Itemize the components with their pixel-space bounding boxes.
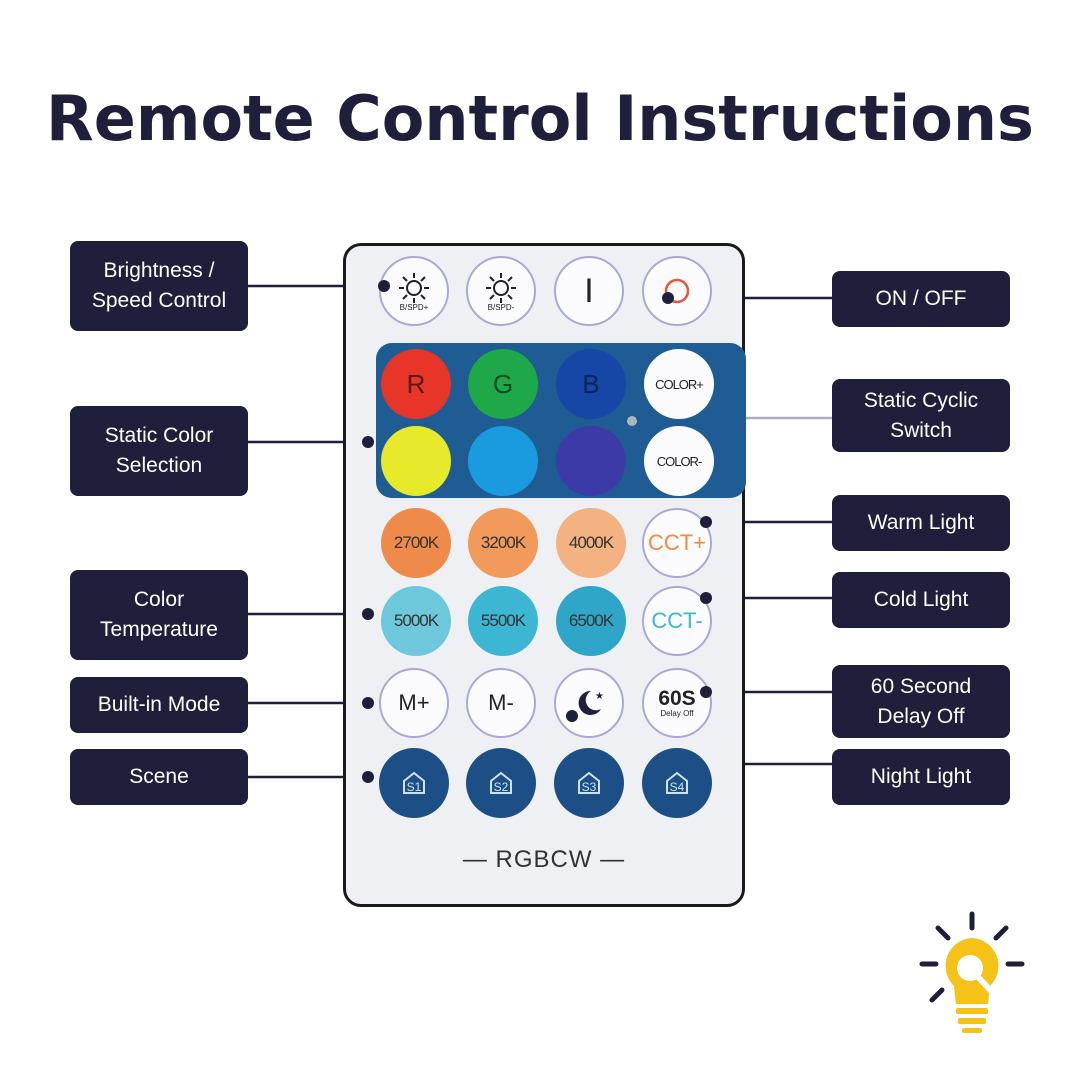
moon-star-icon: ★ <box>578 690 604 715</box>
brightness-up-button[interactable]: B/SPD+ <box>379 256 449 326</box>
label-on-off: ON / OFF <box>832 271 1010 327</box>
color-plus-button[interactable]: COLOR+ <box>644 349 714 419</box>
house-icon <box>403 771 425 794</box>
dot-static-color <box>362 436 374 448</box>
dot-brightness <box>378 280 390 292</box>
scene-1-label: S1 <box>406 780 422 794</box>
sun-minus-icon <box>486 272 516 303</box>
label-night-light: Night Light <box>832 749 1010 805</box>
delay-main-label: 60S <box>658 686 696 710</box>
house-icon <box>666 771 688 794</box>
scene-2-label: S2 <box>493 780 509 794</box>
brightness-down-sublabel: B/SPD- <box>487 302 515 312</box>
scene-4-label: S4 <box>669 780 685 794</box>
label-cold-light: Cold Light <box>832 572 1010 628</box>
label-static-color: Static Color Selection <box>70 406 248 496</box>
k5000-button[interactable]: 5000K <box>381 586 451 656</box>
mode-plus-button[interactable]: M+ <box>379 668 449 738</box>
label-static-cyclic: Static Cyclic Switch <box>832 379 1010 452</box>
mode-minus-button[interactable]: M- <box>466 668 536 738</box>
model-label: — RGBCW — <box>462 846 626 873</box>
svg-text:★: ★ <box>595 691 604 702</box>
color-minus-button[interactable]: COLOR- <box>644 426 714 496</box>
scene-2-button[interactable]: S2 <box>466 748 536 818</box>
lightbulb-search-icon <box>919 911 1025 1033</box>
scene-1-button[interactable]: S1 <box>379 748 449 818</box>
label-builtin-mode: Built-in Mode <box>70 677 248 733</box>
page-title: Remote Control Instructions <box>46 82 1034 155</box>
brightness-up-sublabel: B/SPD+ <box>399 302 429 312</box>
dot-scene <box>362 771 374 783</box>
k4000-button[interactable]: 4000K <box>556 508 626 578</box>
sky-blue-button[interactable] <box>468 426 538 496</box>
remote-control: B/SPD+ B/SPD- I R G B COLOR+ COLOR- 2700… <box>343 243 746 907</box>
sun-plus-icon <box>399 272 429 303</box>
dot-cold-light <box>700 592 712 604</box>
power-icon <box>664 278 690 304</box>
label-brightness: Brightness / Speed Control <box>70 241 248 331</box>
k5500-button[interactable]: 5500K <box>468 586 538 656</box>
dot-night-light <box>566 710 578 722</box>
scene-3-label: S3 <box>581 780 597 794</box>
off-button[interactable] <box>642 256 712 326</box>
dot-delay-off <box>700 686 712 698</box>
violet-button[interactable] <box>556 426 626 496</box>
dot-color-temp <box>362 608 374 620</box>
label-warm-light: Warm Light <box>832 495 1010 551</box>
dot-warm-light <box>700 516 712 528</box>
green-button[interactable]: G <box>468 349 538 419</box>
k6500-button[interactable]: 6500K <box>556 586 626 656</box>
yellow-button[interactable] <box>381 426 451 496</box>
red-button[interactable]: R <box>381 349 451 419</box>
delay-sub-label: Delay Off <box>660 708 694 718</box>
on-button[interactable]: I <box>554 256 624 326</box>
house-icon <box>490 771 512 794</box>
label-scene: Scene <box>70 749 248 805</box>
dot-on-off <box>662 292 674 304</box>
label-color-temperature: Color Temperature <box>70 570 248 660</box>
blue-button[interactable]: B <box>556 349 626 419</box>
night-light-button[interactable]: ★ <box>554 668 624 738</box>
k3200-button[interactable]: 3200K <box>468 508 538 578</box>
delay-off-button[interactable]: 60S Delay Off <box>642 668 712 738</box>
cct-minus-button[interactable]: CCT- <box>642 586 712 656</box>
brightness-down-button[interactable]: B/SPD- <box>466 256 536 326</box>
house-icon <box>578 771 600 794</box>
scene-3-button[interactable]: S3 <box>554 748 624 818</box>
scene-4-button[interactable]: S4 <box>642 748 712 818</box>
dot-builtin-mode <box>362 697 374 709</box>
label-delay-off: 60 Second Delay Off <box>832 665 1010 738</box>
k2700-button[interactable]: 2700K <box>381 508 451 578</box>
cyclic-pointer-dot <box>627 416 637 426</box>
